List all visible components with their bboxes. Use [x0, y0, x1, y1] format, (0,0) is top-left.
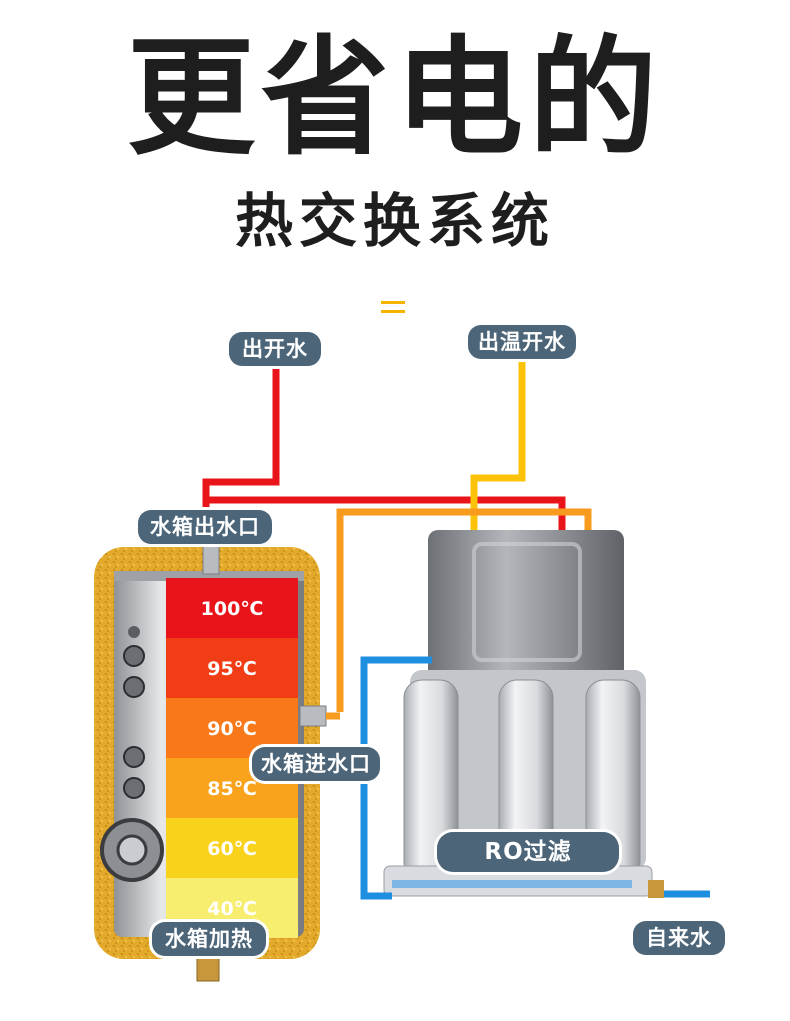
tank-outlet-pipe [202, 539, 220, 575]
warm-branch-pipe [336, 508, 592, 712]
temp-label-0: 100℃ [201, 598, 264, 620]
fitting-4 [123, 746, 145, 768]
tank-fittings [100, 626, 164, 882]
purifier-hood-panel [472, 542, 582, 662]
fitting-1 [128, 626, 140, 638]
heater-core [116, 834, 148, 866]
purifier-hood [428, 530, 624, 680]
fitting-5 [123, 777, 145, 799]
temp-layer-0 [166, 578, 298, 638]
temp-layer-4 [166, 818, 298, 878]
tag-warm-water-out: 出温开水 [468, 325, 576, 359]
tag-ro-filter: RO过滤 [437, 832, 619, 872]
temperature-layers: 100℃ 95℃ 90℃ 85℃ 60℃ 40℃ [166, 578, 298, 938]
tap-fitting [648, 880, 664, 898]
temp-label-3: 85℃ [207, 778, 256, 800]
divider-bottom [381, 310, 405, 313]
base-channel [392, 880, 632, 888]
tank-bottom-valve [196, 954, 220, 982]
divider-top [381, 301, 405, 304]
tank-inlet-pipe [299, 705, 327, 727]
fitting-2 [123, 645, 145, 667]
fitting-3 [123, 676, 145, 698]
tank-top-band [114, 571, 304, 581]
page-title: 更省电的 [126, 24, 663, 173]
temp-label-1: 95℃ [207, 658, 256, 680]
tag-tank-inlet: 水箱进水口 [252, 747, 380, 781]
hot-return-pipe [206, 496, 566, 530]
temp-layer-1 [166, 638, 298, 698]
temp-label-4: 60℃ [207, 838, 256, 860]
temp-label-5: 40℃ [207, 898, 256, 920]
tag-tap-water: 自来水 [633, 921, 725, 955]
tag-tank-outlet: 水箱出水口 [138, 510, 272, 544]
warm-water-pipe [470, 360, 526, 530]
hot-water-pipe [202, 366, 280, 515]
page-subtitle: 热交换系统 [234, 187, 555, 255]
tag-hot-water-out: 出开水 [229, 332, 321, 366]
temp-label-2: 90℃ [207, 718, 256, 740]
tag-tank-heating: 水箱加热 [152, 922, 266, 956]
